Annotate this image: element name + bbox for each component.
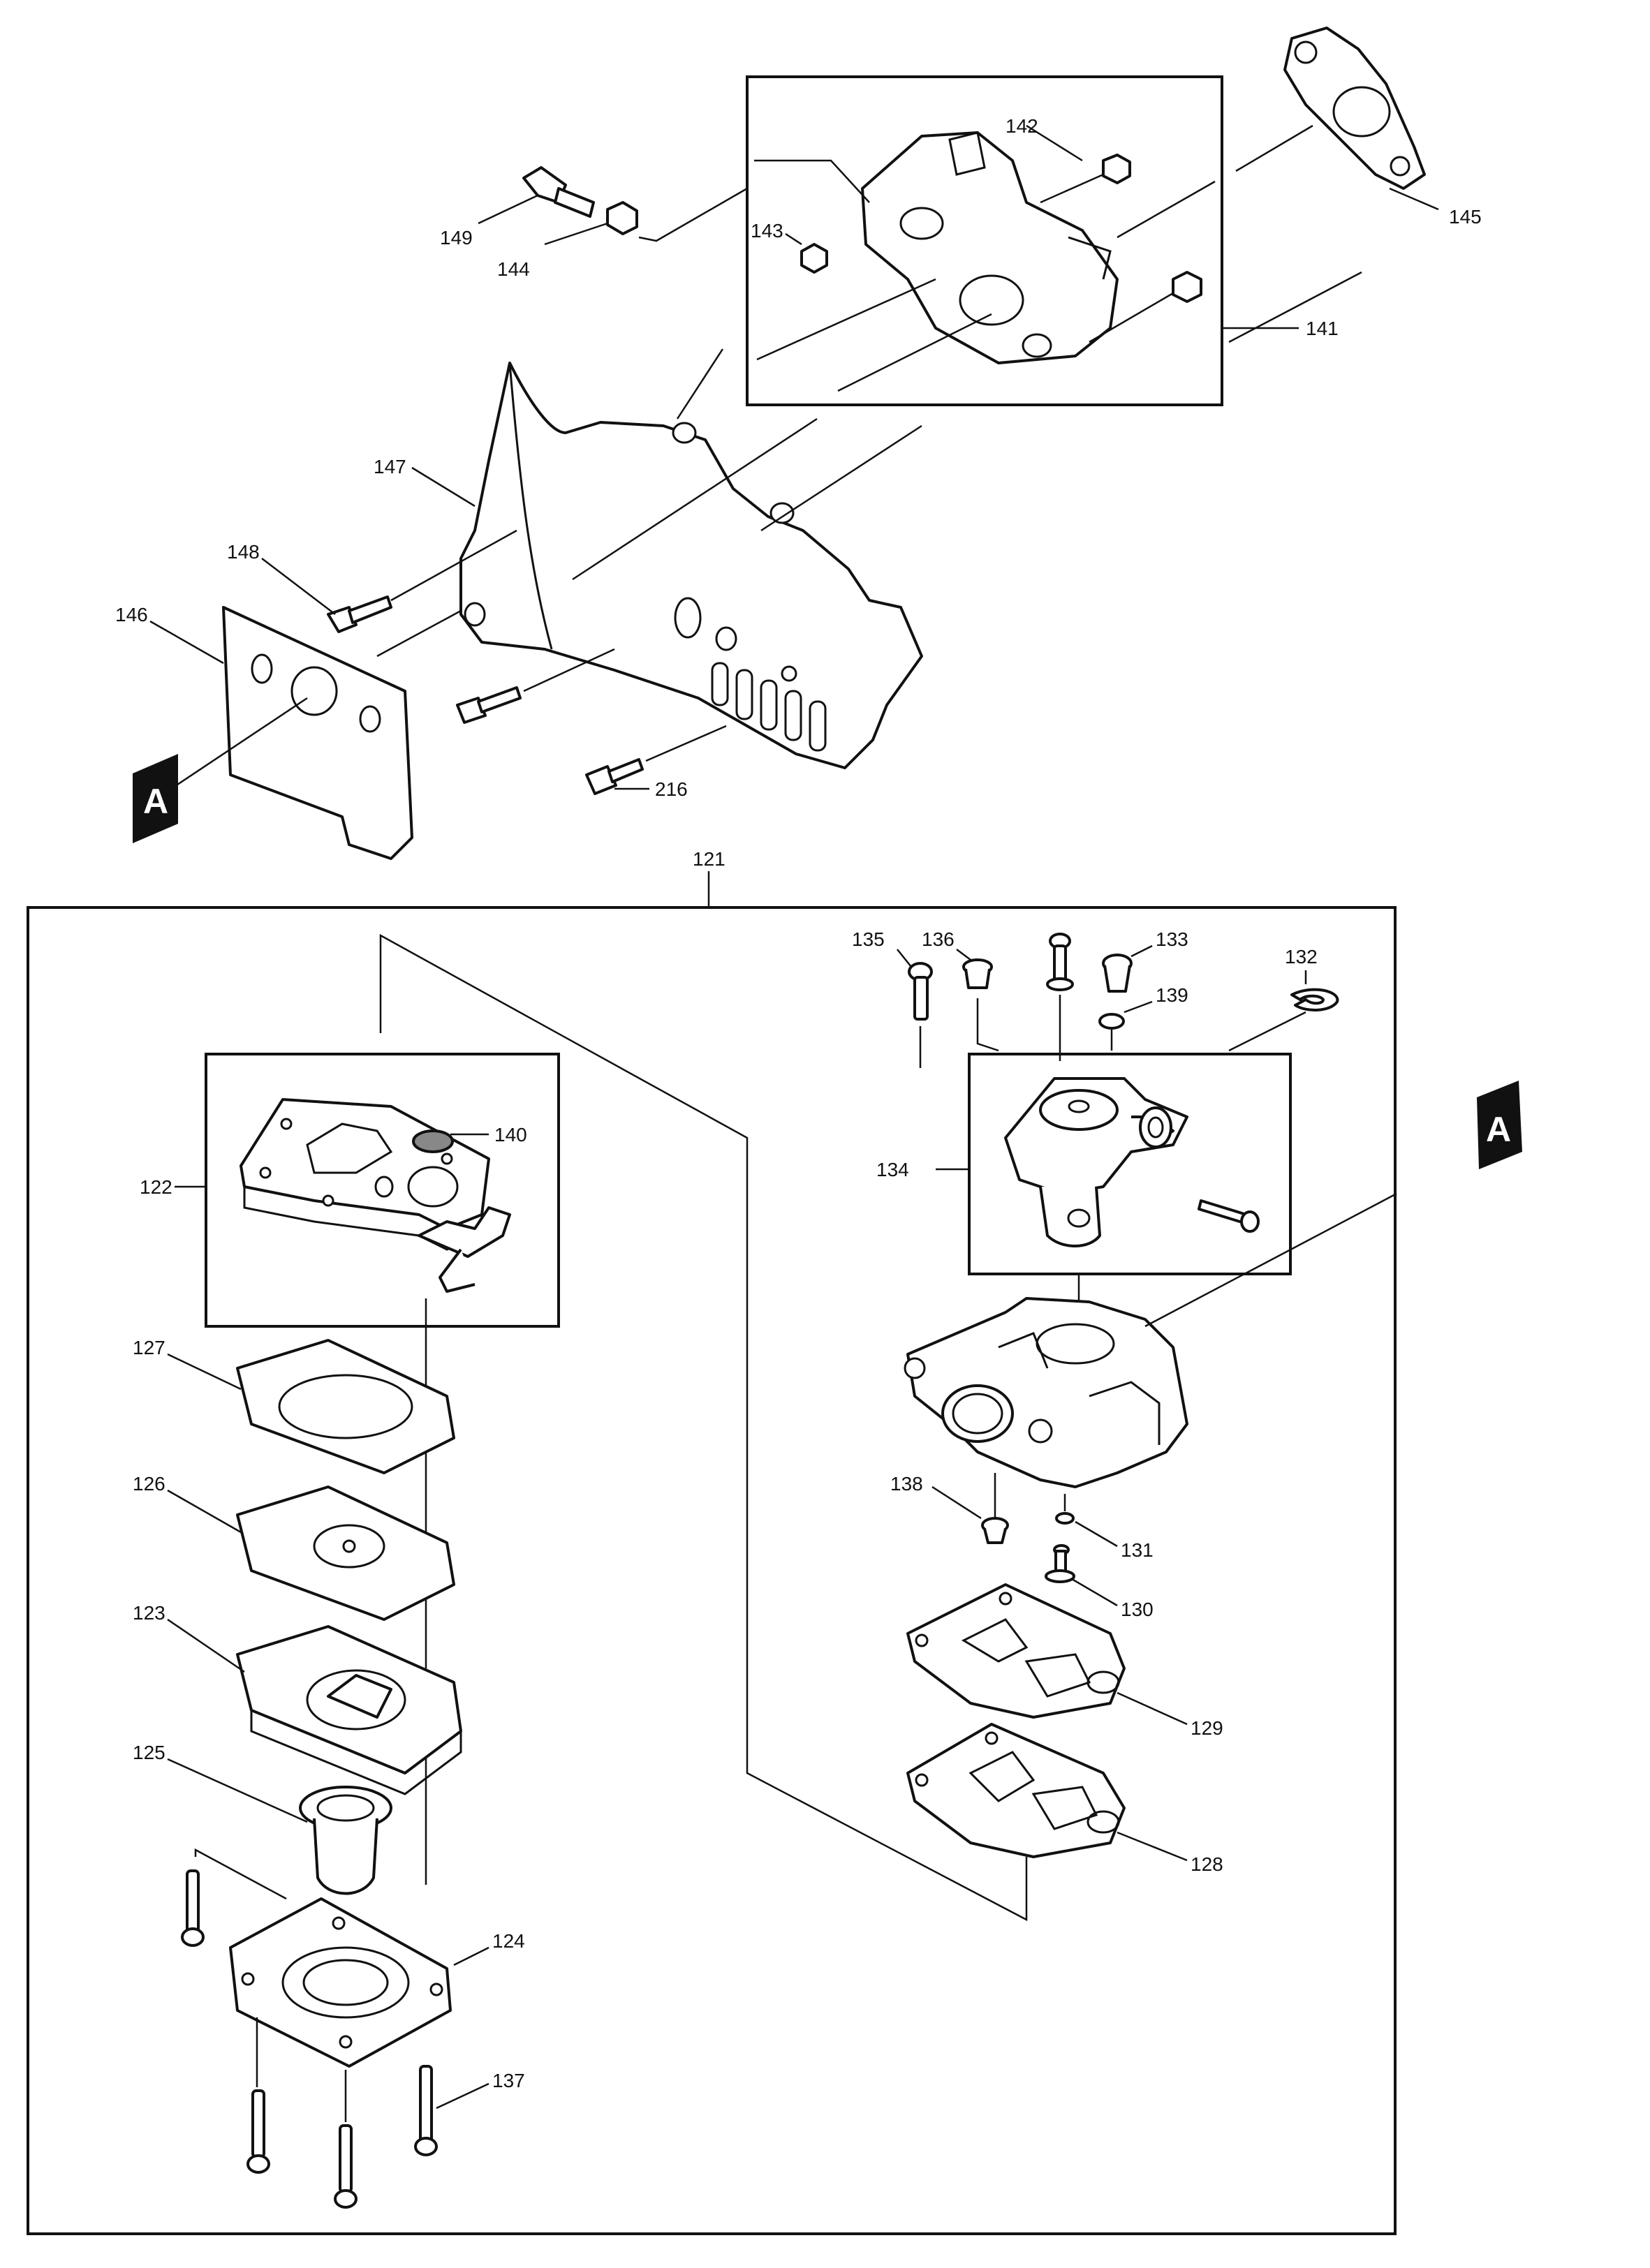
label-144: 144 xyxy=(497,258,530,280)
label-124: 124 xyxy=(492,1930,525,1952)
label-147: 147 xyxy=(374,456,406,477)
pump-body-122 xyxy=(240,1098,511,1293)
nut-144 xyxy=(606,201,638,235)
cap-136 xyxy=(962,958,993,989)
label-131: 131 xyxy=(1121,1539,1154,1561)
svg-text:A: A xyxy=(143,782,168,821)
throttle-shaft-134 xyxy=(1004,1077,1188,1247)
nut-143 xyxy=(800,243,828,274)
washer-139 xyxy=(1098,1013,1125,1030)
nut-lower xyxy=(1172,271,1202,303)
label-129: 129 xyxy=(1191,1717,1223,1739)
carburetor-assembly-frame xyxy=(27,906,1397,2235)
screw-216 xyxy=(585,758,644,795)
pump-body-frame xyxy=(205,1053,560,1328)
reference-marker-a-right: A xyxy=(1477,1081,1522,1169)
label-139: 139 xyxy=(1156,984,1188,1006)
metering-lever-129 xyxy=(906,1583,1126,1719)
screw-137-c xyxy=(414,2065,438,2156)
label-148: 148 xyxy=(227,541,260,563)
screw-middle xyxy=(456,686,522,724)
manifold-group-frame xyxy=(746,75,1223,406)
throttle-group-frame xyxy=(968,1053,1292,1275)
e-clip-132 xyxy=(1290,988,1339,1011)
label-126: 126 xyxy=(133,1473,165,1495)
label-121: 121 xyxy=(693,848,725,870)
screw-137-a xyxy=(246,2089,270,2174)
label-149: 149 xyxy=(440,227,473,249)
label-130: 130 xyxy=(1121,1599,1154,1620)
limiter-cap-133 xyxy=(1102,954,1133,993)
cover-124 xyxy=(229,1897,452,2068)
label-141: 141 xyxy=(1306,318,1339,339)
screw-124-top xyxy=(181,1869,205,1947)
label-140: 140 xyxy=(494,1124,527,1146)
gasket-146 xyxy=(222,606,413,860)
gasket-145 xyxy=(1283,27,1426,190)
screw-134 xyxy=(1198,1199,1260,1233)
label-146: 146 xyxy=(115,604,148,625)
intake-manifold xyxy=(861,131,1119,364)
label-136: 136 xyxy=(922,928,955,950)
pump-cover-123 xyxy=(236,1625,462,1795)
label-123: 123 xyxy=(133,1602,165,1624)
label-142: 142 xyxy=(1006,115,1038,137)
screw-148 xyxy=(327,595,392,633)
label-127: 127 xyxy=(133,1337,165,1358)
label-135: 135 xyxy=(852,928,885,950)
label-122: 122 xyxy=(140,1176,172,1198)
label-133: 133 xyxy=(1156,928,1188,950)
filter-screen-140 xyxy=(412,1129,454,1153)
gasket-128 xyxy=(906,1723,1126,1858)
label-216: 216 xyxy=(655,778,688,800)
reference-marker-a-left: A xyxy=(133,754,178,843)
needle-130 xyxy=(1045,1544,1075,1583)
label-125: 125 xyxy=(133,1742,165,1763)
label-134: 134 xyxy=(876,1159,909,1180)
primer-bulb-125 xyxy=(299,1786,392,1895)
label-128: 128 xyxy=(1191,1853,1223,1875)
label-138: 138 xyxy=(890,1473,923,1495)
diaphragm-126 xyxy=(236,1485,455,1621)
screw-137-b xyxy=(334,2124,358,2209)
stud-149 xyxy=(522,166,595,218)
cap-138 xyxy=(981,1517,1009,1544)
label-137: 137 xyxy=(492,2070,525,2091)
o-ring-131 xyxy=(1055,1512,1075,1525)
carburetor-body xyxy=(904,1297,1188,1488)
label-132: 132 xyxy=(1285,946,1318,968)
screw-throttle xyxy=(1046,933,1074,991)
insulator-147 xyxy=(459,362,923,769)
svg-text:A: A xyxy=(1486,1110,1511,1149)
gasket-127 xyxy=(236,1339,455,1474)
screw-135 xyxy=(908,962,933,1021)
nut-142 xyxy=(1102,154,1131,184)
label-145: 145 xyxy=(1449,206,1482,228)
label-143: 143 xyxy=(751,220,783,242)
